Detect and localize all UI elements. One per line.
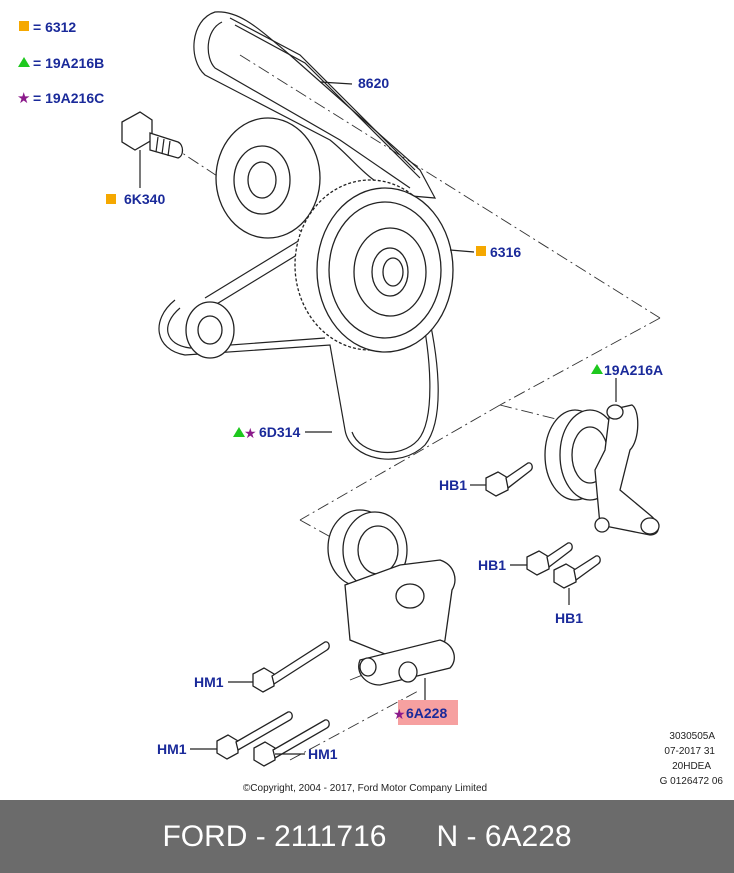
callout-19a216a: 19A216A: [604, 362, 663, 378]
bolt-hm1-upper: [228, 641, 330, 693]
footer-sep2: -: [458, 819, 485, 853]
idler-pulley: [215, 117, 321, 239]
callout-6a228: 6A228: [406, 705, 447, 721]
bolt-6k340: [121, 111, 184, 188]
main-belt-6d314: [158, 239, 439, 460]
copyright: ©Copyright, 2004 - 2017, Ford Motor Comp…: [243, 783, 487, 794]
bolt-hb1-lower: [553, 555, 601, 605]
bolt-hm1-lower-left: [190, 711, 293, 760]
legend-square-icon: [19, 21, 29, 31]
callout-6k340-square-icon: [106, 194, 116, 204]
pulley-6316: [294, 179, 454, 353]
callout-hm1-lower-left: HM1: [157, 741, 187, 757]
callout-hb1-middle: HB1: [478, 557, 506, 573]
tensioner-6a228: [327, 509, 456, 702]
bolt-hb1-middle: [510, 542, 573, 576]
leader-lines: [305, 81, 617, 433]
footer-brand: FORD: [162, 819, 248, 853]
lower-pulley: [185, 301, 235, 359]
callout-6d314: 6D314: [259, 424, 300, 440]
callout-8620: 8620: [358, 75, 389, 91]
callout-6a228-highlight: [398, 700, 458, 725]
footer-n-label: N: [436, 819, 459, 853]
callout-6d314-triangle-icon: [233, 427, 245, 437]
callout-6d314-star-icon: ★: [244, 425, 257, 441]
bracket-19a216a: [544, 404, 660, 536]
part-footer: FORD - 2111716 N - 6A228: [0, 800, 734, 873]
legend: = 6312 = 19A216B ★ = 19A216C: [17, 19, 104, 107]
legend-item-6312: = 6312: [33, 19, 76, 35]
footer-n-value: 6A228: [484, 819, 572, 853]
footer-sep: -: [247, 819, 275, 853]
callout-6316-square-icon: [476, 246, 486, 256]
callout-6k340: 6K340: [124, 191, 165, 207]
meta-line: 20HDEA: [672, 761, 711, 772]
callout-6316: 6316: [490, 244, 521, 260]
legend-triangle-icon: [18, 57, 30, 67]
drawing-meta: 3030505A 07-2017 31 20HDEA G 0126472 06: [660, 731, 724, 787]
legend-item-19a216b: = 19A216B: [33, 55, 104, 71]
callout-hb1-upper: HB1: [439, 477, 467, 493]
callout-hm1-upper: HM1: [194, 674, 224, 690]
footer-part-number: 2111716: [274, 819, 387, 853]
callout-hb1-lower: HB1: [555, 610, 583, 626]
footer-gap: [386, 820, 436, 854]
meta-line: G 0126472 06: [660, 776, 724, 787]
callout-6a228-star-icon: ★: [393, 706, 406, 722]
legend-star-icon: ★: [17, 90, 30, 107]
callout-19a216a-triangle-icon: [591, 364, 603, 374]
callout-hm1-lower-right: HM1: [308, 746, 338, 762]
meta-line: 07-2017 31: [664, 746, 715, 757]
bolt-hm1-lower-right: [253, 719, 330, 767]
meta-line: 3030505A: [669, 731, 715, 742]
bolt-hb1-upper: [470, 462, 533, 497]
upper-belt-8620: [193, 11, 437, 199]
legend-item-19a216c: = 19A216C: [33, 90, 104, 106]
parts-diagram: = 6312 = 19A216B ★ = 19A216C: [17, 11, 724, 794]
